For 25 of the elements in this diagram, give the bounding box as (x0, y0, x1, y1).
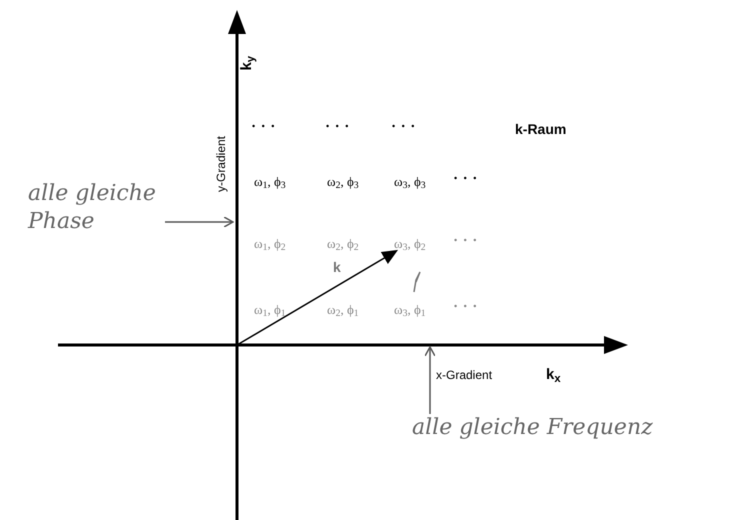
grid-entry: ω$_{3}$, ϕ$_{3}$ (394, 173, 426, 192)
vector-label: k (333, 258, 341, 277)
grid-entry: ω$_{3}$, ϕ$_{2}$ (394, 235, 426, 254)
diagram-title: k-Raum (515, 120, 566, 139)
grid-entry: ω$_{2}$, ϕ$_{2}$ (327, 235, 359, 254)
ellipsis: • • • (326, 120, 350, 133)
axis-label: y-Gradient (213, 136, 230, 192)
handwritten-note: alle gleiche Frequenz (412, 414, 653, 442)
grid-entry: ω$_{2}$, ϕ$_{1}$ (327, 301, 359, 320)
ellipsis: • • • (454, 172, 478, 185)
grid-entry: ω$_{3}$, ϕ$_{1}$ (394, 301, 426, 320)
hand-drawn-arrow (424, 346, 436, 414)
grid-entry: ω$_{1}$, ϕ$_{2}$ (254, 235, 286, 254)
x-axis (58, 336, 628, 354)
ellipsis: • • • (252, 120, 276, 133)
axis-label: x-Gradient (436, 367, 492, 384)
ellipsis: • • • (454, 234, 478, 247)
grid-entry: ω$_{1}$, ϕ$_{1}$ (254, 301, 286, 320)
grid-entry: ω$_{1}$, ϕ$_{3}$ (254, 173, 286, 192)
ellipsis: • • • (454, 300, 478, 313)
hand-drawn-arrow (165, 216, 234, 228)
grid-entry: ω$_{2}$, ϕ$_{3}$ (327, 173, 359, 192)
handwritten-note: alle gleiche Phase (28, 180, 163, 236)
axis-label: k$_{x}$ (546, 365, 561, 386)
ellipsis: • • • (392, 120, 416, 133)
